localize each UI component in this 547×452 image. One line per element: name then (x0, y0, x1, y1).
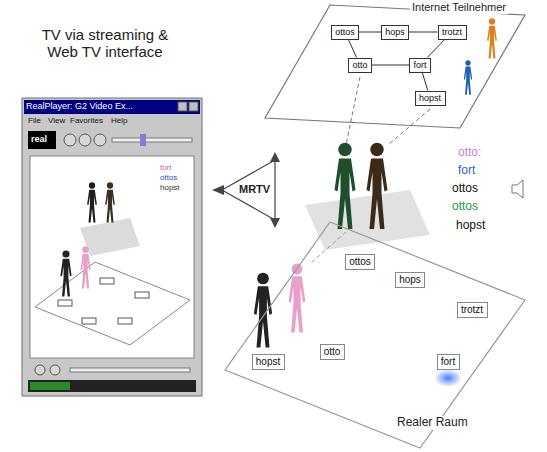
connector-line (359, 32, 381, 33)
tile-word: hopst (256, 356, 280, 368)
tile-word: ottos (335, 27, 355, 37)
video-word: ottos (160, 173, 177, 182)
shadow-plane (305, 190, 430, 250)
mini-tile (58, 300, 72, 306)
connector-line (427, 40, 444, 58)
slider (112, 138, 192, 142)
slider-thumb (140, 134, 146, 146)
caption-text: TV via streaming & Web TV interface (30, 26, 180, 61)
player-button (35, 365, 45, 375)
word-tile: hopst (415, 91, 446, 106)
avatar-figure (367, 143, 388, 229)
speaker-icon (512, 180, 523, 198)
participant-figure (487, 18, 497, 58)
tile-word: hops (399, 274, 421, 286)
arrow-head (270, 152, 280, 162)
floor-plane: Internet Teilnehmer ottos hops trotzt otto fo… (262, 3, 527, 130)
connector-line (409, 32, 438, 33)
menu-item: Help (111, 116, 127, 125)
word-tile: hops (381, 25, 409, 40)
mini-tile (82, 318, 96, 324)
status-bar (28, 380, 196, 392)
mini-floor (35, 262, 190, 345)
connector-line (372, 65, 409, 66)
projection-line (388, 109, 430, 145)
window-button (189, 102, 198, 111)
player-button (79, 134, 91, 146)
word-tile: hops (395, 272, 425, 288)
word-tile: otto (348, 58, 372, 73)
player-window (22, 98, 202, 396)
tile-word: otto (324, 346, 341, 358)
plane-heading: Internet Teilnehmer (410, 1, 508, 14)
mini-figure (105, 182, 115, 222)
word-tile: fort (409, 58, 431, 73)
word-tile: otto (320, 344, 345, 360)
video-area (30, 156, 194, 358)
mini-figure (60, 250, 71, 296)
logo-box (28, 131, 56, 149)
person-figure (254, 273, 272, 348)
video-word: hopst (160, 183, 180, 192)
plane-outline (262, 3, 527, 130)
position-bar (70, 368, 190, 372)
status-indicator (30, 382, 70, 390)
word-tile: ottos (345, 254, 375, 270)
plane-heading: Realer Raum (395, 416, 470, 430)
mini-shadow (80, 218, 140, 256)
bracket-line (274, 160, 275, 220)
word-list-item: hopst (456, 219, 485, 233)
word-tile: trotzt (457, 302, 488, 318)
participant-figure (464, 60, 472, 95)
arrow-head (270, 218, 280, 228)
player-button (50, 365, 60, 375)
light-glow (434, 369, 462, 387)
word-tile: ottos (331, 25, 359, 40)
word-list-item: fort (458, 164, 475, 178)
tile-word: ottos (349, 256, 371, 268)
arrow-head (212, 185, 224, 195)
menu-item: View (48, 116, 65, 125)
person-figure (289, 264, 306, 333)
mini-tile (118, 318, 132, 324)
arrow-label: MRTV (239, 183, 270, 196)
player-button (64, 134, 76, 146)
mini-figure (87, 182, 97, 222)
word-list-item: ottos (452, 200, 478, 214)
player-button (94, 134, 106, 146)
word-tile: trotzt (438, 25, 467, 40)
tile-word: trotzt (461, 304, 483, 316)
word-tile: hopst (252, 354, 285, 370)
word-list-item: ottos (452, 182, 478, 196)
menu-item: File (28, 116, 41, 125)
mini-tile (100, 278, 114, 284)
tile-word: fort (441, 356, 455, 368)
tile-word: fort (413, 60, 426, 70)
tile-word: trotzt (442, 27, 462, 37)
connector-line (422, 73, 427, 91)
plane-outline (225, 222, 525, 448)
tile-word: hopst (419, 93, 441, 103)
projection-line (346, 77, 360, 145)
tile-word: hops (385, 27, 405, 37)
title-bar (24, 100, 200, 114)
floor-plane: Realer Raum ottos hops trotzt otto fort hopst (223, 220, 527, 450)
plane-outline (223, 220, 527, 450)
menu-item: Favorites (70, 116, 103, 125)
window-title: RealPlayer: G2 Video Ex... (26, 101, 133, 111)
word-tile: fort (437, 354, 460, 370)
avatar-figure (335, 143, 356, 229)
connector-line (348, 40, 356, 58)
window-button (178, 102, 187, 111)
player-window: RealPlayer: G2 Video Ex... (22, 98, 202, 396)
mini-tile (135, 292, 149, 298)
word-list-item: otto: (458, 146, 481, 160)
plane-outline (265, 5, 525, 128)
player-logo: real (31, 134, 47, 144)
mini-figure (80, 246, 90, 288)
tile-word: otto (352, 60, 367, 70)
video-word: fort (160, 163, 172, 172)
